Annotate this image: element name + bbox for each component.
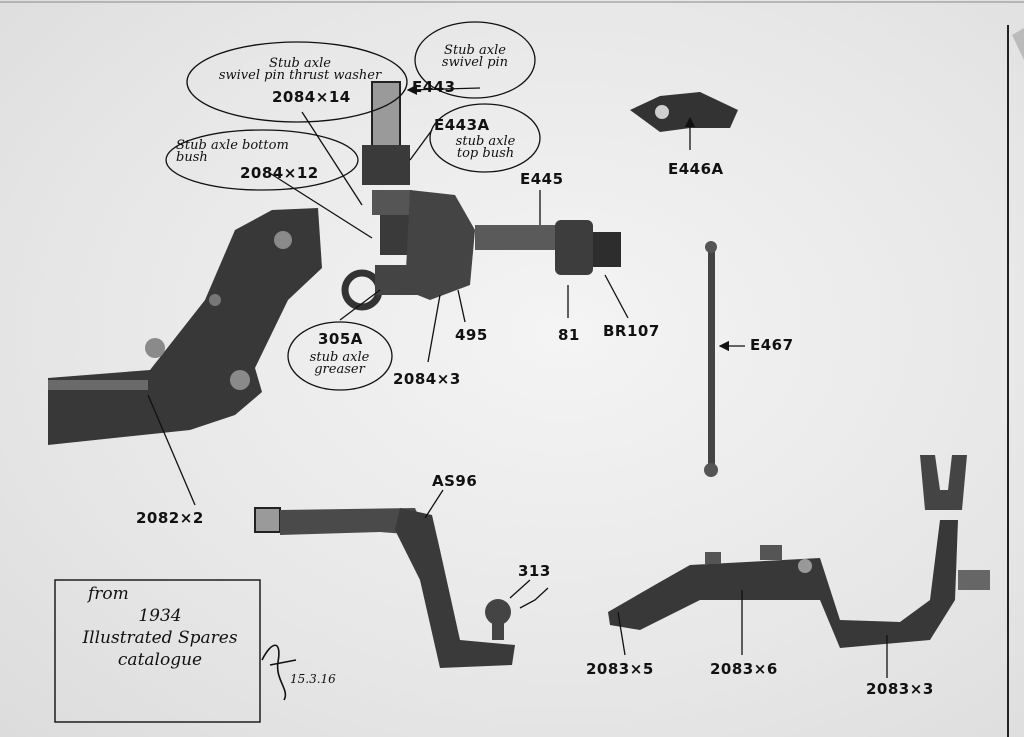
swivel-pin-handwriting: Stub axle swivel pin: [420, 43, 530, 70]
bottom-bush-handwriting: Stub axle bottom bush: [176, 138, 306, 165]
hw-line: greaser: [314, 362, 365, 377]
as96-drop-arm: [254, 507, 515, 668]
hw-line: stub axle: [309, 350, 370, 365]
part-no-2084x3: 2084×3: [393, 370, 461, 388]
greaser-handwriting: stub axle greaser: [302, 350, 377, 377]
note-line: from: [88, 584, 129, 604]
part-no-2083x5: 2083×5: [586, 660, 654, 678]
e467-rod: [704, 241, 718, 477]
signature: [261, 644, 297, 701]
leader-lines: [147, 84, 888, 678]
part-no-2083x3: 2083×3: [866, 680, 934, 698]
e446a-part: [630, 92, 738, 132]
axle-beam-part: [48, 208, 322, 445]
part-no-top-bush: E443A: [434, 116, 490, 134]
part-no-495: 495: [455, 326, 488, 344]
part-no-bottom-bush: 2084×12: [240, 164, 319, 182]
hw-line: stub axle: [455, 134, 516, 149]
hw-line: Stub axle bottom: [176, 138, 289, 153]
hw-line: Stub axle: [444, 43, 506, 58]
hw-line: swivel pin thrust washer: [218, 68, 382, 83]
part-no-81: 81: [558, 326, 580, 344]
top-bush-handwriting: stub axle top bush: [438, 134, 533, 161]
part-no-313: 313: [518, 562, 551, 580]
catalogue-note: from 1934 Illustrated Spares catalogue: [58, 583, 262, 720]
part-no-as96: AS96: [432, 472, 478, 490]
hw-line: bush: [176, 150, 208, 165]
top-bush-callout: [429, 103, 541, 173]
hw-line: Stub axle: [269, 56, 331, 71]
thrust-washer-callout: [186, 41, 408, 123]
part-no-thrust-washer: 2084×14: [272, 88, 351, 106]
greaser-callout: [287, 321, 393, 391]
signature-date: 15.3.16: [290, 672, 336, 686]
page-corner-curl: [1012, 28, 1024, 60]
part-no-greaser: 305A: [318, 330, 363, 348]
note-line: catalogue: [117, 650, 203, 670]
part-no-2083x6: 2083×6: [710, 660, 778, 678]
hw-line: top bush: [456, 146, 515, 161]
note-line: Illustrated Spares: [82, 628, 238, 648]
bottom-bush-callout: [165, 129, 359, 191]
part-no-stub-axle: E445: [520, 170, 564, 188]
part-no-e467: E467: [750, 336, 794, 354]
part-no-e446a: E446A: [668, 160, 724, 178]
thrust-washer-handwriting: Stub axle swivel pin thrust washer: [205, 56, 395, 83]
stub-axle-assembly: [341, 81, 621, 311]
swivel-pin-callout: [414, 21, 536, 99]
steering-arm-assembly: [608, 455, 990, 648]
part-no-swivel-pin: E443: [412, 78, 456, 96]
part-no-2082x2: 2082×2: [136, 509, 204, 527]
part-no-br107: BR107: [603, 322, 660, 340]
note-line: 1934: [138, 606, 182, 626]
note-box: [54, 579, 261, 723]
hw-line: swivel pin: [441, 55, 509, 70]
